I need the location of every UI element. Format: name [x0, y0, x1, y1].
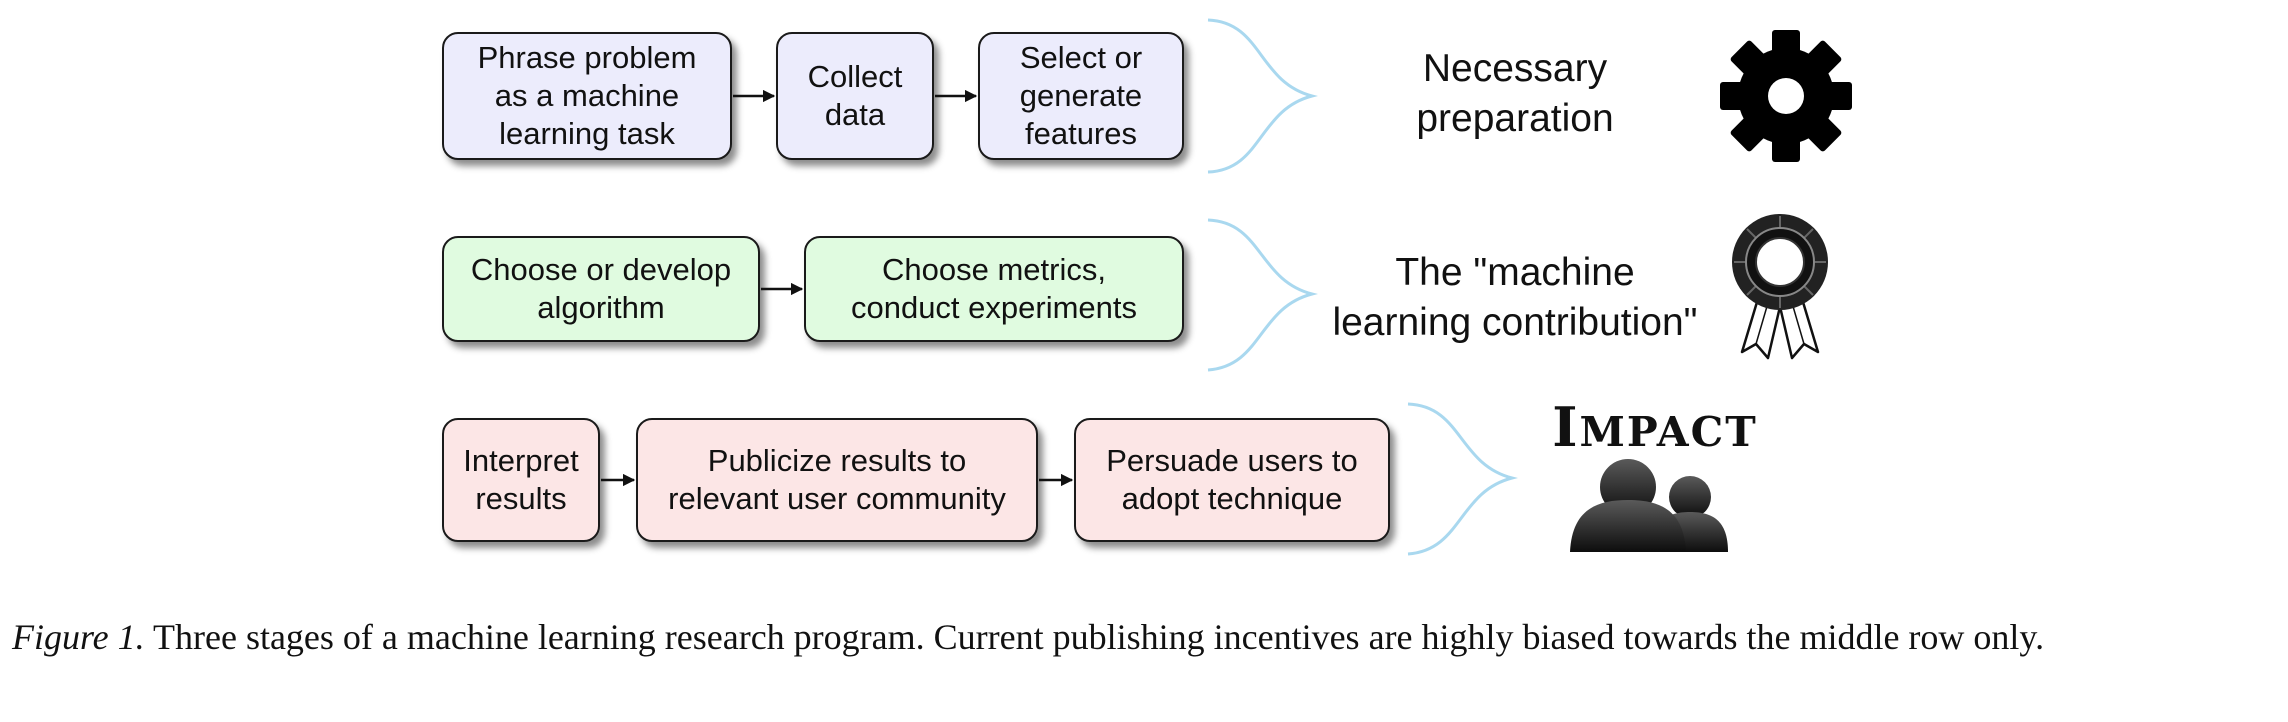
box-choose-algorithm: Choose or develop algorithm [442, 236, 760, 342]
box-persuade-users: Persuade users to adopt technique [1074, 418, 1390, 542]
box-phrase-problem: Phrase problem as a machine learning tas… [442, 32, 732, 160]
box-publicize-results: Publicize results to relevant user commu… [636, 418, 1038, 542]
box-collect-data: Collect data [776, 32, 934, 160]
figure-caption: Figure 1. Three stages of a machine lear… [12, 612, 2282, 662]
caption-text: Three stages of a machine learning resea… [144, 617, 2045, 657]
box-choose-metrics: Choose metrics, conduct experiments [804, 236, 1184, 342]
label-machine-learning-contribution: The "machine learning contribution" [1332, 251, 1698, 344]
award-ribbon-icon [1732, 214, 1828, 360]
label-impact: IMPACT [1552, 395, 1758, 459]
brace-row-2 [1207, 218, 1318, 372]
gear-icon [1720, 30, 1852, 162]
box-select-features: Select or generate features [978, 32, 1184, 160]
caption-label: Figure 1. [12, 617, 145, 657]
brace-row-1 [1207, 18, 1318, 174]
box-interpret-results: Interpret results [442, 418, 600, 542]
users-icon [1570, 459, 1728, 552]
label-necessary-preparation: Necessary preparation [1416, 47, 1614, 140]
brace-row-3 [1407, 402, 1518, 556]
